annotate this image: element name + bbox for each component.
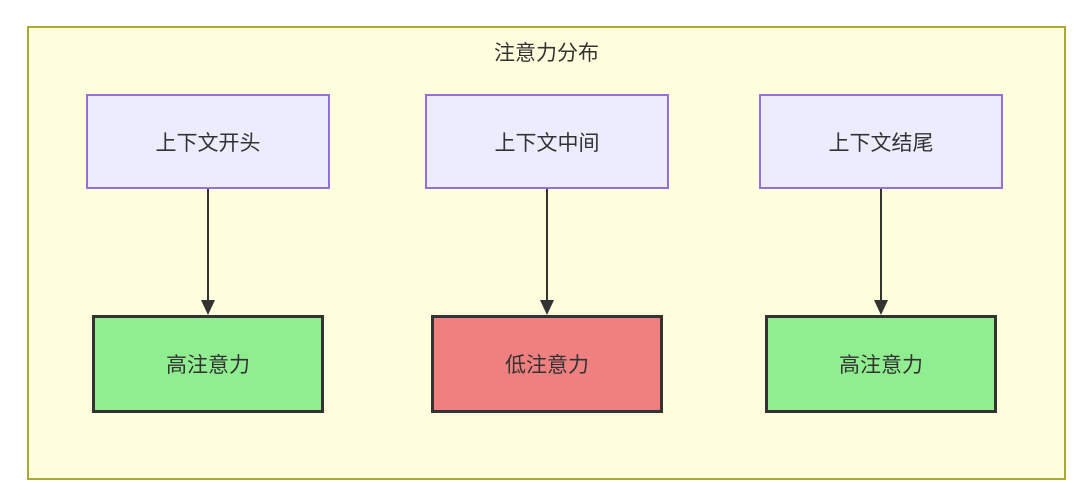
node-context-start-label: 上下文开头 <box>155 131 261 155</box>
node-context-end: 上下文结尾 <box>759 94 1003 189</box>
column-context-middle: 上下文中间 低注意力 <box>425 94 669 413</box>
arrow-down-icon <box>540 189 554 315</box>
column-context-end: 上下文结尾 高注意力 <box>759 94 1003 413</box>
arrow-down-icon <box>201 189 215 315</box>
node-context-middle-label: 上下文中间 <box>494 131 600 155</box>
subgraph-attention-distribution: 注意力分布 上下文开头 高注意力 上下文中间 低注意力 <box>27 26 1066 480</box>
column-context-start: 上下文开头 高注意力 <box>86 94 330 413</box>
arrow-down-icon <box>874 189 888 315</box>
node-high-attention-1: 高注意力 <box>92 315 324 413</box>
diagram-title: 注意力分布 <box>494 42 599 65</box>
node-high-attention-2-label: 高注意力 <box>839 354 923 377</box>
node-context-middle: 上下文中间 <box>425 94 669 189</box>
node-high-attention-2: 高注意力 <box>765 315 997 413</box>
node-context-end-label: 上下文结尾 <box>828 131 934 155</box>
node-context-start: 上下文开头 <box>86 94 330 189</box>
node-low-attention: 低注意力 <box>431 315 663 413</box>
node-low-attention-label: 低注意力 <box>505 354 589 377</box>
node-high-attention-1-label: 高注意力 <box>166 354 250 377</box>
